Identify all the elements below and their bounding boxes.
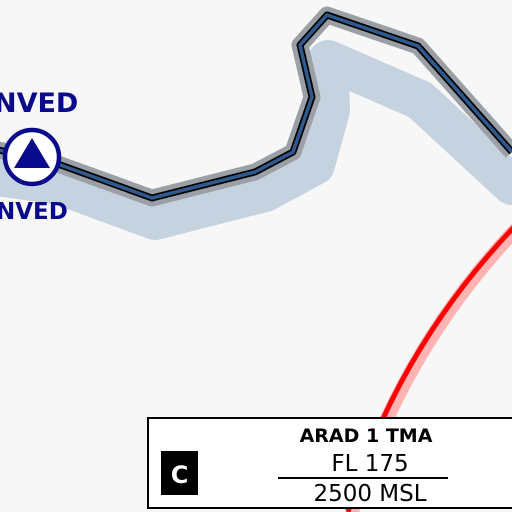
airspace-upper-limit: FL 175 [331,451,408,477]
boundary-halo [0,40,512,240]
triangle-icon [14,138,50,168]
airspace-box-frame [147,417,512,509]
waypoint-label-top: NVED [0,88,78,119]
airspace-label-box[interactable]: C ARAD 1 TMA FL 175 2500 MSL [147,417,512,509]
boundary-line [0,13,512,200]
waypoint-label-bottom: NVED [0,199,68,225]
airspace-name: ARAD 1 TMA [300,425,433,447]
airspace-class-badge [161,451,198,495]
airspace-class-letter: C [171,461,189,489]
airspace-lower-limit: 2500 MSL [313,481,426,507]
waypoint-symbol[interactable] [2,127,62,187]
